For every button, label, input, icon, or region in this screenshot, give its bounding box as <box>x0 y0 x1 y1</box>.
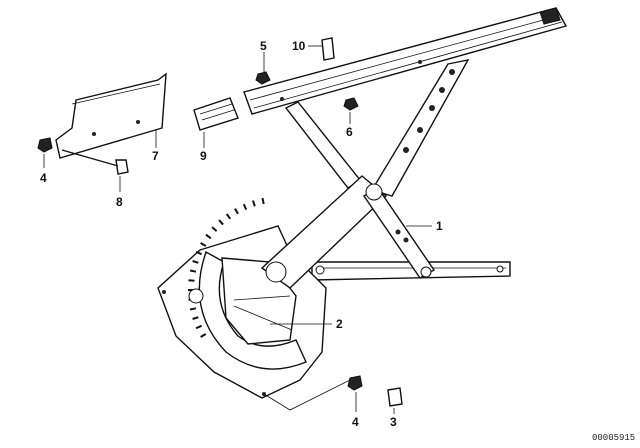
small-clip <box>321 37 335 61</box>
gear-tooth <box>218 219 224 226</box>
gear-tooth <box>234 208 239 215</box>
upper-scissor-arm <box>284 59 470 197</box>
gear-tooth <box>200 333 207 338</box>
gear-tooth <box>200 242 207 247</box>
gear-tooth <box>189 269 197 273</box>
gear-tooth <box>225 213 232 220</box>
gear-tooth <box>211 226 218 232</box>
callout-5: 5 <box>260 39 267 53</box>
callout-8: 8 <box>116 195 123 209</box>
leader-lines <box>43 45 432 414</box>
callout-1: 1 <box>436 219 443 233</box>
gear-tooth <box>189 307 197 311</box>
callout-7: 7 <box>152 149 159 163</box>
gear-tooth <box>195 324 202 330</box>
callout-10: 10 <box>292 39 306 53</box>
gear-tooth <box>192 260 199 264</box>
gear-tooth <box>261 197 265 205</box>
gear-tooth <box>252 200 256 207</box>
gear-tooth <box>242 203 248 210</box>
gear-tooth <box>205 233 212 240</box>
gear-tooth <box>188 279 195 282</box>
callout-3: 3 <box>390 415 397 429</box>
callout-4-left: 4 <box>40 171 47 185</box>
upper-guide-rail <box>243 7 568 115</box>
gear-tooth <box>195 250 202 256</box>
fasteners <box>37 71 403 407</box>
callout-9: 9 <box>200 149 207 163</box>
callout-6: 6 <box>346 125 353 139</box>
main-lift-arm <box>260 175 436 289</box>
slider-clip <box>193 97 239 131</box>
diagram-code: 00005915 <box>592 433 635 443</box>
callout-2: 2 <box>336 317 343 331</box>
callout-4-bottom: 4 <box>352 415 359 429</box>
gear-tooth <box>192 316 199 320</box>
trim-bracket <box>55 72 167 159</box>
